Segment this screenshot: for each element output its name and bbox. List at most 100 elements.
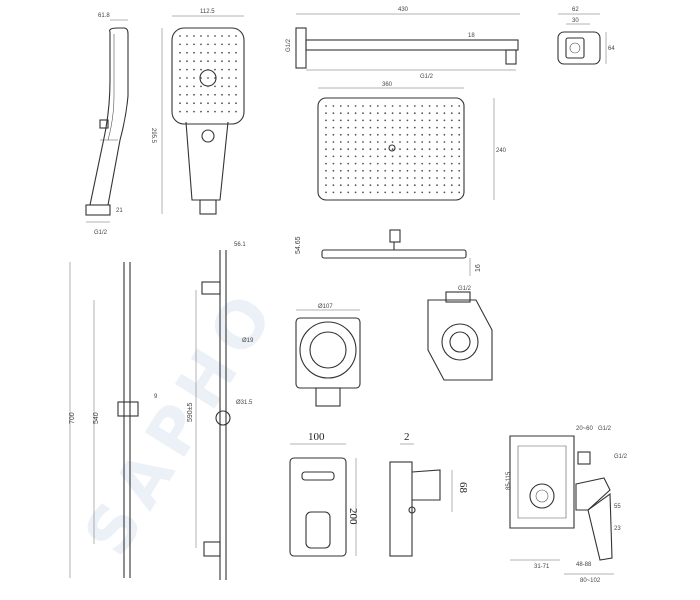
overhead-shower-side-view: 54.65 16: [295, 229, 482, 276]
nozzle-dot: [384, 184, 387, 187]
nozzle-dot: [406, 126, 409, 129]
nozzle-dot: [421, 141, 424, 143]
nozzle-dot: [369, 148, 372, 151]
nozzle-dot: [428, 184, 431, 187]
nozzle-dot: [186, 85, 188, 88]
nozzle-dot: [193, 35, 195, 37]
dim-body-bottom-c: 80~102: [580, 578, 601, 584]
nozzle-dot: [339, 141, 342, 143]
nozzle-dot: [376, 169, 379, 172]
nozzle-dot: [443, 162, 446, 165]
nozzle-dot: [369, 112, 372, 115]
nozzle-dot: [339, 119, 342, 122]
nozzle-dot: [332, 133, 335, 136]
nozzle-dot: [325, 112, 327, 115]
nozzle-dot: [354, 155, 357, 158]
nozzle-dot: [436, 177, 438, 179]
nozzle-dot: [339, 191, 342, 194]
nozzle-dot: [179, 77, 181, 79]
nozzle-dot: [221, 43, 223, 46]
nozzle-dot: [406, 133, 409, 136]
nozzle-dot: [235, 43, 237, 46]
dim-length: 295.5: [150, 128, 156, 144]
nozzle-dot: [413, 112, 416, 115]
nozzle-dot: [179, 102, 181, 105]
nozzle-dot: [428, 162, 431, 165]
nozzle-dot: [354, 169, 357, 172]
nozzle-dot: [200, 35, 202, 37]
nozzle-dot: [228, 77, 230, 79]
nozzle-dot: [458, 141, 461, 143]
nozzle-dot: [235, 35, 237, 37]
nozzle-dot: [221, 85, 223, 88]
nozzle-dot: [325, 141, 327, 143]
shower-arm: 430 G1/2 18 G1/2: [286, 7, 520, 80]
dim-overhead-height: 54.65: [295, 236, 302, 254]
nozzle-dot: [399, 169, 401, 172]
nozzle-dot: [186, 51, 188, 54]
nozzle-dot: [332, 119, 335, 122]
nozzle-dot: [436, 141, 438, 143]
nozzle-dot: [347, 119, 350, 122]
nozzle-dot: [214, 110, 216, 113]
nozzle-dot: [399, 155, 401, 158]
nozzle-dot: [376, 112, 379, 115]
nozzle-dot: [186, 43, 188, 46]
nozzle-dot: [384, 133, 387, 136]
nozzle-dot: [235, 110, 237, 113]
nozzle-dot: [339, 155, 342, 158]
nozzle-dot: [369, 169, 372, 172]
nozzle-dot: [207, 102, 209, 105]
nozzle-dot: [443, 112, 446, 115]
wall-plate-detail: 62 30 64: [557, 7, 615, 65]
dim-rail-bracket: 56.1: [234, 242, 246, 248]
nozzle-dot: [362, 177, 364, 179]
nozzle-dot: [332, 126, 335, 129]
nozzle-dot: [450, 155, 453, 158]
nozzle-dot: [369, 119, 372, 122]
dim-rail-total: 700: [69, 412, 76, 424]
nozzle-dot: [391, 177, 394, 179]
nozzle-dot: [347, 126, 350, 129]
nozzle-dot: [406, 177, 409, 179]
nozzle-dot: [214, 60, 216, 63]
nozzle-dot: [376, 191, 379, 194]
nozzle-dot: [325, 148, 327, 151]
nozzle-dot: [235, 77, 237, 79]
nozzle-dot: [228, 85, 230, 88]
nozzle-dot: [362, 191, 364, 194]
nozzle-dot: [332, 148, 335, 151]
nozzle-dot: [458, 133, 461, 136]
nozzle-dot: [325, 126, 327, 129]
nozzle-dot: [332, 162, 335, 165]
dim-overhead-width: 360: [382, 82, 393, 88]
dim-plate-inner: 30: [572, 18, 579, 24]
nozzle-dot: [399, 126, 401, 129]
nozzle-dot: [428, 112, 431, 115]
overhead-shower-top-view: 360 240: [317, 82, 507, 201]
slide-rail-side: 590±5 56.1 Ø19 Ø31.5: [187, 242, 254, 580]
nozzle-dot: [186, 60, 188, 63]
nozzle-dot: [458, 177, 461, 179]
nozzle-dot: [235, 60, 237, 63]
nozzle-dot: [179, 43, 181, 46]
nozzle-dot: [399, 141, 401, 143]
nozzle-dot: [354, 105, 357, 107]
nozzle-dot: [362, 105, 364, 107]
nozzle-dot: [235, 68, 237, 71]
nozzle-dot: [384, 112, 387, 115]
nozzle-dot: [436, 162, 438, 165]
nozzle-dot: [391, 126, 394, 129]
nozzle-dot: [458, 119, 461, 122]
nozzle-dot: [179, 93, 181, 96]
nozzle-dot: [354, 112, 357, 115]
nozzle-dot: [332, 155, 335, 158]
nozzle-dot: [391, 155, 394, 158]
nozzle-dot: [406, 141, 409, 143]
nozzle-dot: [332, 169, 335, 172]
nozzle-dot: [325, 133, 327, 136]
nozzle-dot: [354, 184, 357, 187]
nozzle-dot: [369, 133, 372, 136]
nozzle-dot: [406, 191, 409, 194]
nozzle-dot: [421, 119, 424, 122]
